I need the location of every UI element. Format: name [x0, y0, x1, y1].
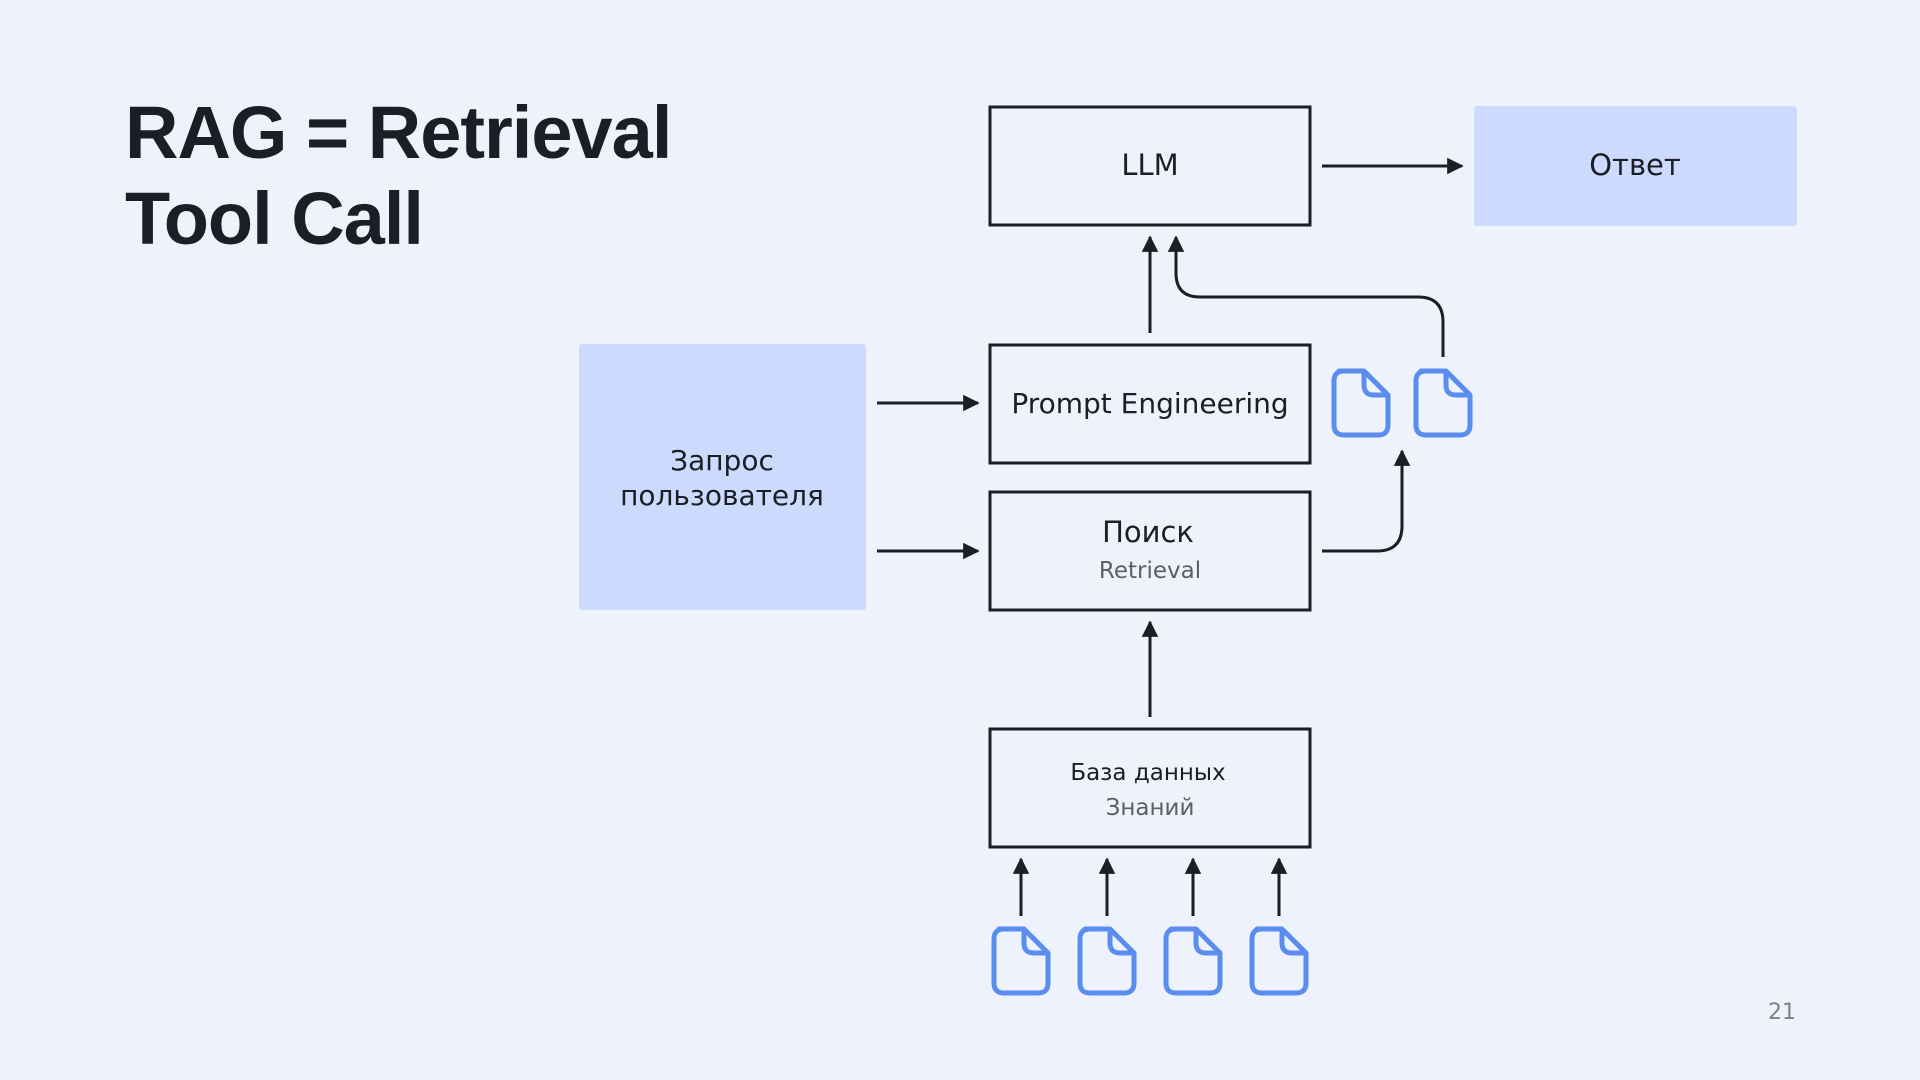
slide-title: RAG = Retrieval Tool Call [125, 90, 672, 262]
arrow-documents-to-llm [1167, 235, 1445, 357]
knowledge-base-sublabel: Знаний [1106, 795, 1195, 821]
answer-node: Ответ [1474, 106, 1797, 226]
slide-title-line-2: Tool Call [125, 177, 424, 260]
slide-title-line-1: RAG = Retrieval [125, 91, 672, 174]
arrow-search-to-documents [1322, 449, 1411, 553]
document-icon [1166, 929, 1220, 993]
search-sublabel: Retrieval [1099, 558, 1201, 584]
answer-label: Ответ [1589, 148, 1681, 182]
prompt-engineering-node: Prompt Engineering [988, 343, 1312, 465]
user-query-node: Запрос пользователя [579, 344, 866, 610]
connectors [877, 157, 1464, 916]
page-number: 21 [1768, 1000, 1796, 1025]
document-icon [994, 929, 1048, 993]
llm-label: LLM [1121, 148, 1178, 182]
document-icon [1334, 371, 1388, 435]
user-query-label-line-1: Запрос [670, 444, 774, 477]
document-icon [1252, 929, 1306, 993]
user-query-label-line-2: пользователя [620, 479, 824, 512]
search-node: Поиск Retrieval [988, 490, 1312, 612]
knowledge-base-node: База данных Знаний [988, 727, 1312, 849]
search-label: Поиск [1102, 515, 1194, 549]
document-icon [1416, 371, 1470, 435]
document-icon [1080, 929, 1134, 993]
prompt-engineering-label: Prompt Engineering [1011, 387, 1288, 420]
knowledge-base-label: База данных [1070, 760, 1225, 786]
llm-node: LLM [988, 105, 1312, 227]
